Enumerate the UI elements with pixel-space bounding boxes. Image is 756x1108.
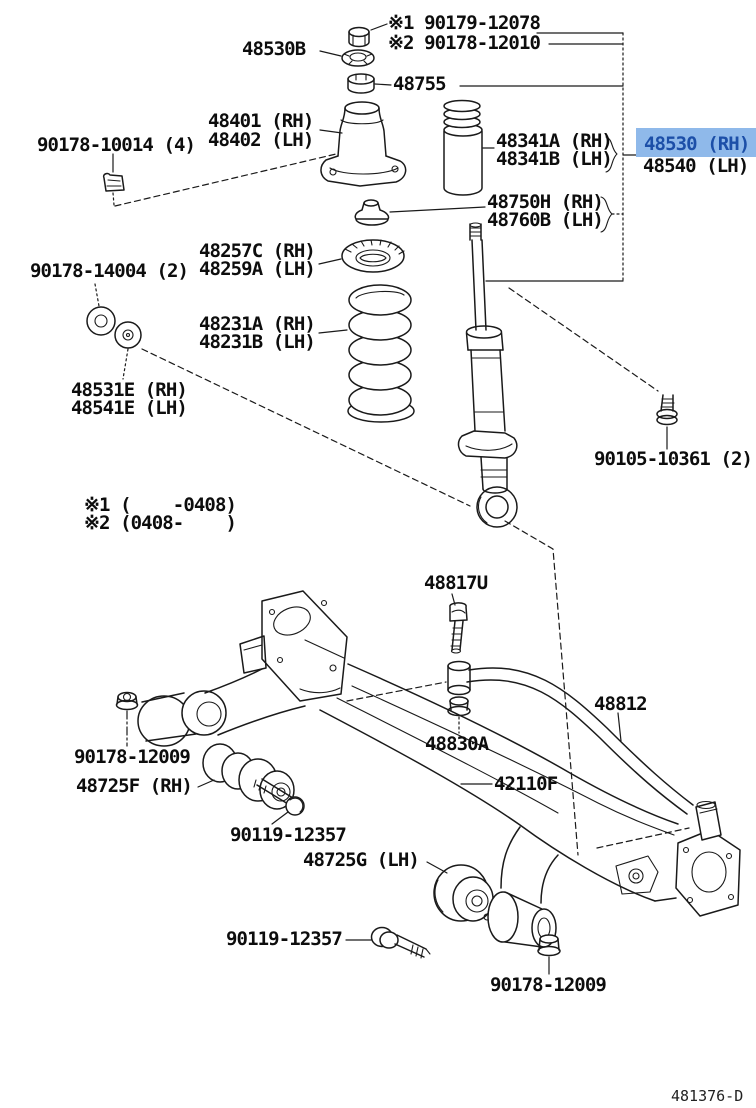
- label-48531e[interactable]: 48531E (RH): [71, 379, 188, 401]
- label-48760b[interactable]: 48760B (LH): [487, 209, 604, 231]
- coil-spring-48231: [318, 284, 415, 423]
- support-48401: [319, 101, 407, 187]
- drawing-code: 481376-D: [671, 1087, 744, 1105]
- bolt-90119-lower: [345, 926, 431, 959]
- label-48402[interactable]: 48402 (LH): [208, 129, 314, 151]
- label-90119-12357-lower[interactable]: 90119-12357: [226, 928, 343, 950]
- washer-48530b: [319, 49, 375, 67]
- selected-part-highlight[interactable]: 48530 (RH): [636, 128, 756, 157]
- label-48817u[interactable]: 48817U: [424, 572, 488, 594]
- label-48231b[interactable]: 48231B (LH): [199, 331, 316, 353]
- shock-absorber-48530: [457, 222, 518, 528]
- clip-90178-10014: [102, 153, 125, 206]
- label-note-variant1[interactable]: ※1 90179-12078: [388, 12, 541, 34]
- bushing-48725g: [426, 861, 497, 922]
- label-48530b[interactable]: 48530B: [242, 38, 306, 60]
- label-48257c[interactable]: 48257C (RH): [199, 240, 316, 262]
- label-48830a[interactable]: 48830A: [425, 733, 489, 755]
- nut-90178-12009-left: [115, 691, 139, 747]
- label-90178-14004[interactable]: 90178-14004 (2): [30, 260, 189, 282]
- label-48725g[interactable]: 48725G (LH): [303, 849, 420, 871]
- label-90105-10361[interactable]: 90105-10361 (2): [594, 448, 753, 470]
- bump-stop-48750: [354, 199, 486, 226]
- label-note-variant2[interactable]: ※2 90178-12010: [388, 32, 541, 54]
- label-date-note1: ※1 ( -0408): [84, 494, 237, 516]
- nut-90178-12009-bottom: [537, 934, 561, 975]
- label-48725f[interactable]: 48725F (RH): [76, 775, 193, 797]
- label-90178-12009-left[interactable]: 90178-12009: [74, 746, 191, 768]
- bolt-90105-10361: [656, 394, 678, 450]
- leader-lines: [114, 153, 690, 856]
- label-90178-12009-bottom[interactable]: 90178-12009: [490, 974, 607, 996]
- mount-nut: [348, 23, 388, 48]
- label-48231a[interactable]: 48231A (RH): [199, 313, 316, 335]
- backing-plate: [675, 829, 741, 917]
- label-42110f[interactable]: 42110F: [494, 773, 558, 795]
- label-48401[interactable]: 48401 (RH): [208, 110, 314, 132]
- washers-90178-14004: [86, 283, 142, 380]
- label-48812[interactable]: 48812: [594, 693, 648, 715]
- label-48541e[interactable]: 48541E (LH): [71, 397, 188, 419]
- label-48755[interactable]: 48755: [393, 73, 447, 95]
- axle-beam-42110: [137, 590, 679, 904]
- label-48540[interactable]: 48540 (LH): [643, 155, 749, 177]
- label-48750h[interactable]: 48750H (RH): [487, 191, 604, 213]
- label-90119-12357-upper[interactable]: 90119-12357: [230, 824, 347, 846]
- label-48341b[interactable]: 48341B (LH): [496, 148, 613, 170]
- bushing-48725f: [197, 743, 297, 810]
- bushing-48755: [347, 73, 392, 94]
- brace-48341-pair: [605, 136, 618, 173]
- link-bushing-48830a: [447, 660, 471, 734]
- label-48341a[interactable]: 48341A (RH): [496, 130, 613, 152]
- dust-boot-48341: [443, 99, 495, 196]
- label-date-note2: ※2 (0408- ): [84, 512, 237, 534]
- bolt-90119-upper: [253, 778, 305, 825]
- link-bolt-48817u: [449, 593, 468, 654]
- stabilizer-bar-48812: [466, 667, 722, 841]
- label-90178-10014[interactable]: 90178-10014 (4): [37, 134, 196, 156]
- spring-seat-48257: [318, 239, 405, 273]
- callout-bracket: [459, 32, 637, 283]
- label-48259a[interactable]: 48259A (LH): [199, 258, 316, 280]
- brace-48750-pair: [600, 196, 613, 233]
- label-48530-selected[interactable]: 48530 (RH): [644, 133, 750, 155]
